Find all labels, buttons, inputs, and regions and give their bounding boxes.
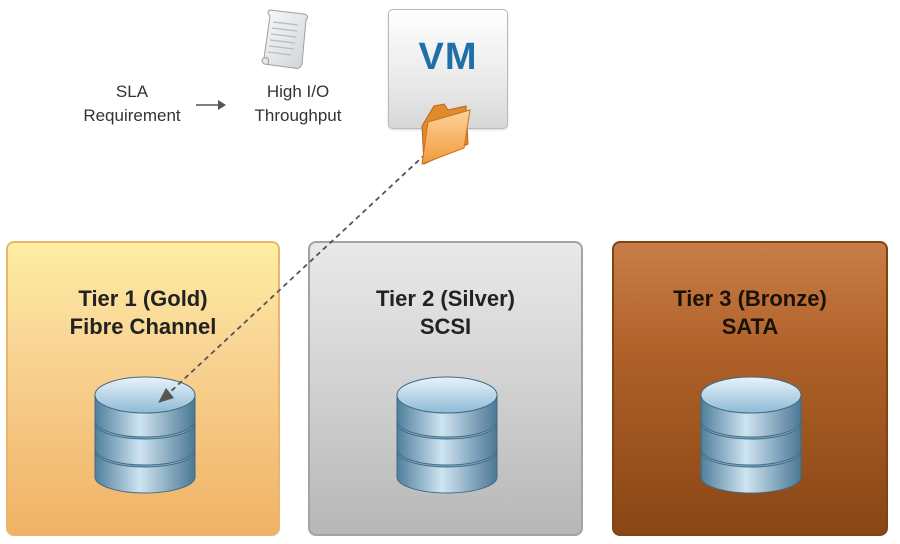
tier-2-name: Tier 2 (Silver): [376, 286, 515, 311]
tier-3-type: SATA: [721, 314, 779, 339]
tier-1-label: Tier 1 (Gold) Fibre Channel: [8, 285, 278, 341]
database-icon: [700, 376, 802, 494]
vm-box: [388, 9, 508, 129]
sla-requirement-label: SLA Requirement: [62, 80, 202, 128]
high-io-throughput-label: High I/O Throughput: [232, 80, 364, 128]
arrow-right-icon: [196, 100, 226, 110]
throughput-line1: High I/O: [266, 82, 330, 101]
database-icon: [396, 376, 498, 494]
tier-2-label: Tier 2 (Silver) SCSI: [310, 285, 581, 341]
tier-1-type: Fibre Channel: [69, 314, 217, 339]
sla-line2: Requirement: [83, 106, 181, 125]
database-icon: [94, 376, 196, 494]
throughput-line2: Throughput: [254, 106, 342, 125]
folder-icon: [421, 103, 471, 165]
tier-1-name: Tier 1 (Gold): [78, 286, 208, 311]
tier-2-type: SCSI: [419, 314, 472, 339]
tier-3-bronze-box: Tier 3 (Bronze) SATA: [612, 241, 888, 536]
tier-1-gold-box: Tier 1 (Gold) Fibre Channel: [6, 241, 280, 536]
document-icon: [261, 9, 309, 69]
tier-2-silver-box: Tier 2 (Silver) SCSI: [308, 241, 583, 536]
vm-label: VM: [418, 36, 478, 78]
sla-line1: SLA: [115, 82, 149, 101]
tier-3-label: Tier 3 (Bronze) SATA: [614, 285, 886, 341]
tier-3-name: Tier 3 (Bronze): [673, 286, 827, 311]
